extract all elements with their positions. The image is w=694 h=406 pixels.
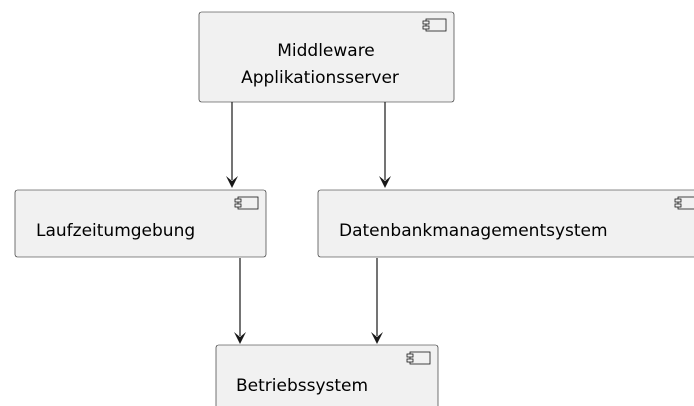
component-icon [422,18,447,32]
component-betriebssystem: Betriebssystem [215,344,439,406]
component-label: Datenbankmanagementsystem [339,221,608,241]
arrowhead [234,332,246,344]
edge-middleware-to-datenbankmanagementsystem [379,102,391,188]
component-laufzeitumgebung: Laufzeitumgebung [14,189,267,258]
component-label: Laufzeitumgebung [36,221,195,241]
arrowhead [371,332,383,344]
edge-datenbankmanagementsystem-to-betriebssystem [371,258,383,344]
arrowhead [226,176,238,188]
component-label-line: Applikationsserver [241,68,399,88]
edge-laufzeitumgebung-to-betriebssystem [234,258,246,344]
component-middleware-applikationsserver: Middleware Applikationsserver [198,11,455,103]
component-icon [406,351,431,365]
component-icon [234,196,259,210]
component-datenbankmanagementsystem: Datenbankmanagementsystem [317,189,694,258]
component-label: Betriebssystem [236,376,368,396]
arrowhead [379,176,391,188]
component-label-line: Middleware [277,41,375,61]
component-icon [674,196,694,210]
edge-middleware-to-laufzeitumgebung [226,102,238,188]
